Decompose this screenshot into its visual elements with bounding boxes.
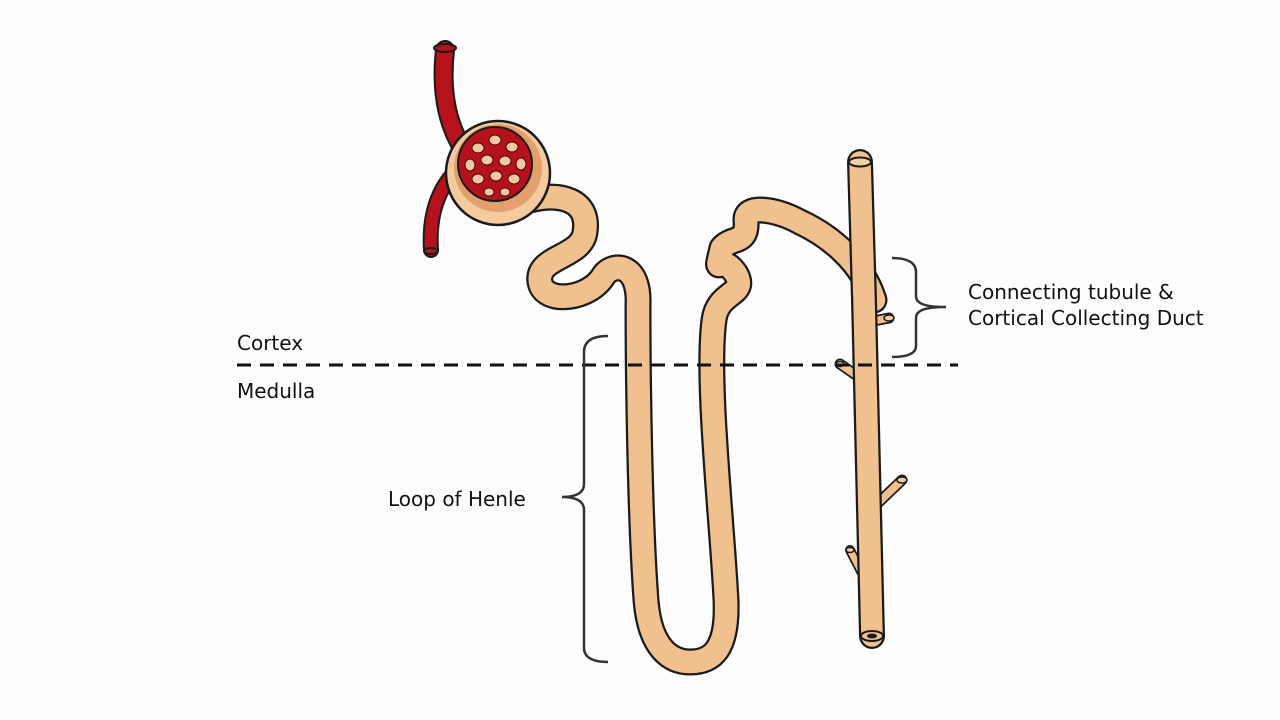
connecting-tubule-label-line1: Connecting tubule & — [968, 280, 1174, 304]
connecting-tubule-label-line2: Cortical Collecting Duct — [968, 306, 1204, 330]
connecting-tubule-bracket — [891, 256, 947, 359]
collecting-duct — [847, 149, 885, 649]
loop-of-henle-label: Loop of Henle — [388, 487, 526, 511]
glomerulus-icon — [444, 119, 552, 227]
medulla-label: Medulla — [237, 379, 316, 403]
nephron-tubule — [516, 183, 888, 676]
loop-of-henle-bracket — [561, 334, 609, 664]
connecting-tubule-label: Connecting tubule & Cortical Collecting … — [968, 279, 1204, 331]
cortex-label: Cortex — [237, 331, 304, 355]
